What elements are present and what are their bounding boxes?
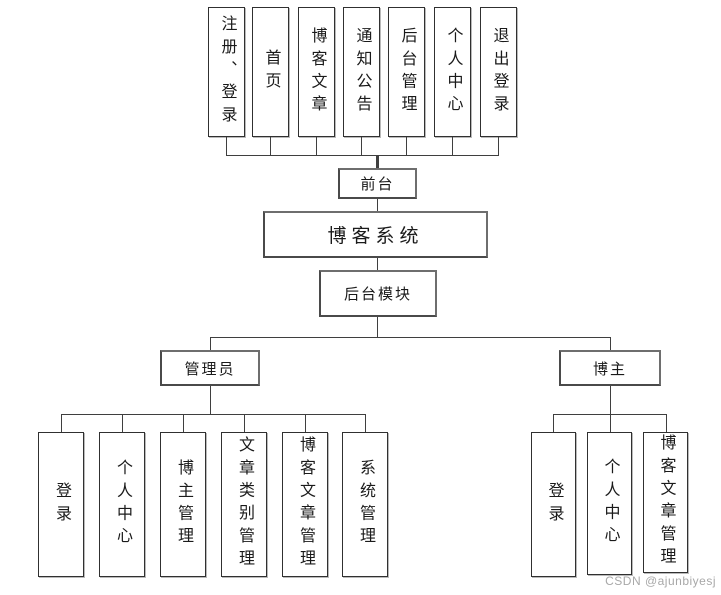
node-administrator: 管理员 [160, 350, 260, 386]
connector-line [377, 258, 378, 270]
node-home: 首页 [252, 7, 289, 137]
node-backend-module: 后台模块 [319, 270, 437, 317]
node-blog-system-label: 博客系统 [327, 226, 424, 247]
connector-line [210, 337, 211, 350]
connector-line [365, 414, 366, 432]
node-blogger-personal-center-label: 个人中心 [601, 458, 619, 549]
node-blog-articles: 博客文章 [298, 7, 335, 137]
connector-line [406, 137, 407, 155]
node-blog-article-management-blogger-label: 博客文章管理 [657, 434, 675, 571]
connector-line [305, 414, 306, 432]
node-article-category-management-label: 文章类别管理 [236, 436, 253, 573]
node-admin-login: 登录 [38, 432, 84, 577]
node-logout: 退出登录 [480, 7, 517, 137]
connector-line [361, 137, 362, 155]
connector-line [183, 414, 184, 432]
connector-line [610, 386, 611, 414]
node-backend-management-label: 后台管理 [398, 26, 416, 118]
node-register-login-label: 注册、登录 [218, 15, 236, 129]
node-backend-management: 后台管理 [388, 7, 425, 137]
node-blogger-personal-center: 个人中心 [587, 432, 632, 575]
connector-bus-admin [61, 414, 366, 415]
connector-line [61, 414, 62, 432]
node-frontend: 前台 [338, 168, 417, 199]
connector-line [452, 137, 453, 155]
node-personal-center-front-label: 个人中心 [444, 26, 462, 118]
node-blog-article-management-admin-label: 博客文章管理 [297, 436, 314, 573]
node-blogger-login-label: 登录 [545, 481, 563, 528]
connector-line [210, 386, 211, 414]
node-logout-label: 退出登录 [490, 26, 508, 118]
node-system-management: 系统管理 [342, 432, 388, 577]
node-notice-announcement-label: 通知公告 [353, 26, 371, 118]
node-blog-article-management-admin: 博客文章管理 [282, 432, 328, 577]
connector-line [122, 414, 123, 432]
node-blog-system: 博客系统 [263, 211, 488, 258]
connector-line [666, 414, 667, 432]
node-administrator-label: 管理员 [184, 361, 236, 378]
node-blogger-management-label: 博主管理 [175, 459, 192, 550]
connector-bus-front [226, 155, 499, 156]
connector-line [610, 337, 611, 350]
node-article-category-management: 文章类别管理 [221, 432, 267, 577]
node-personal-center-front: 个人中心 [434, 7, 471, 137]
node-blogger-management: 博主管理 [160, 432, 206, 577]
connector-line [610, 414, 611, 432]
node-blogger-label: 博主 [592, 361, 627, 378]
connector-line [316, 137, 317, 155]
node-frontend-label: 前台 [360, 177, 395, 193]
connector-line [498, 137, 499, 155]
connector-line [553, 414, 554, 432]
connector-line [376, 155, 379, 169]
node-backend-module-label: 后台模块 [343, 287, 412, 303]
node-blogger: 博主 [559, 350, 661, 386]
node-home-label: 首页 [262, 49, 280, 95]
node-system-management-label: 系统管理 [357, 459, 374, 550]
connector-line [377, 317, 378, 337]
connector-bus-roles [210, 337, 611, 338]
node-admin-personal-center-label: 个人中心 [114, 459, 131, 550]
connector-line [270, 137, 271, 155]
node-admin-login-label: 登录 [53, 481, 70, 528]
connector-line [226, 137, 227, 155]
node-blog-articles-label: 博客文章 [308, 26, 326, 118]
node-notice-announcement: 通知公告 [343, 7, 380, 137]
csdn-watermark: CSDN @ajunbiyesj [605, 574, 716, 588]
connector-line [377, 199, 378, 211]
node-admin-personal-center: 个人中心 [99, 432, 145, 577]
node-blog-article-management-blogger: 博客文章管理 [643, 432, 688, 573]
node-register-login: 注册、登录 [208, 7, 245, 137]
connector-line [244, 414, 245, 432]
node-blogger-login: 登录 [531, 432, 576, 577]
